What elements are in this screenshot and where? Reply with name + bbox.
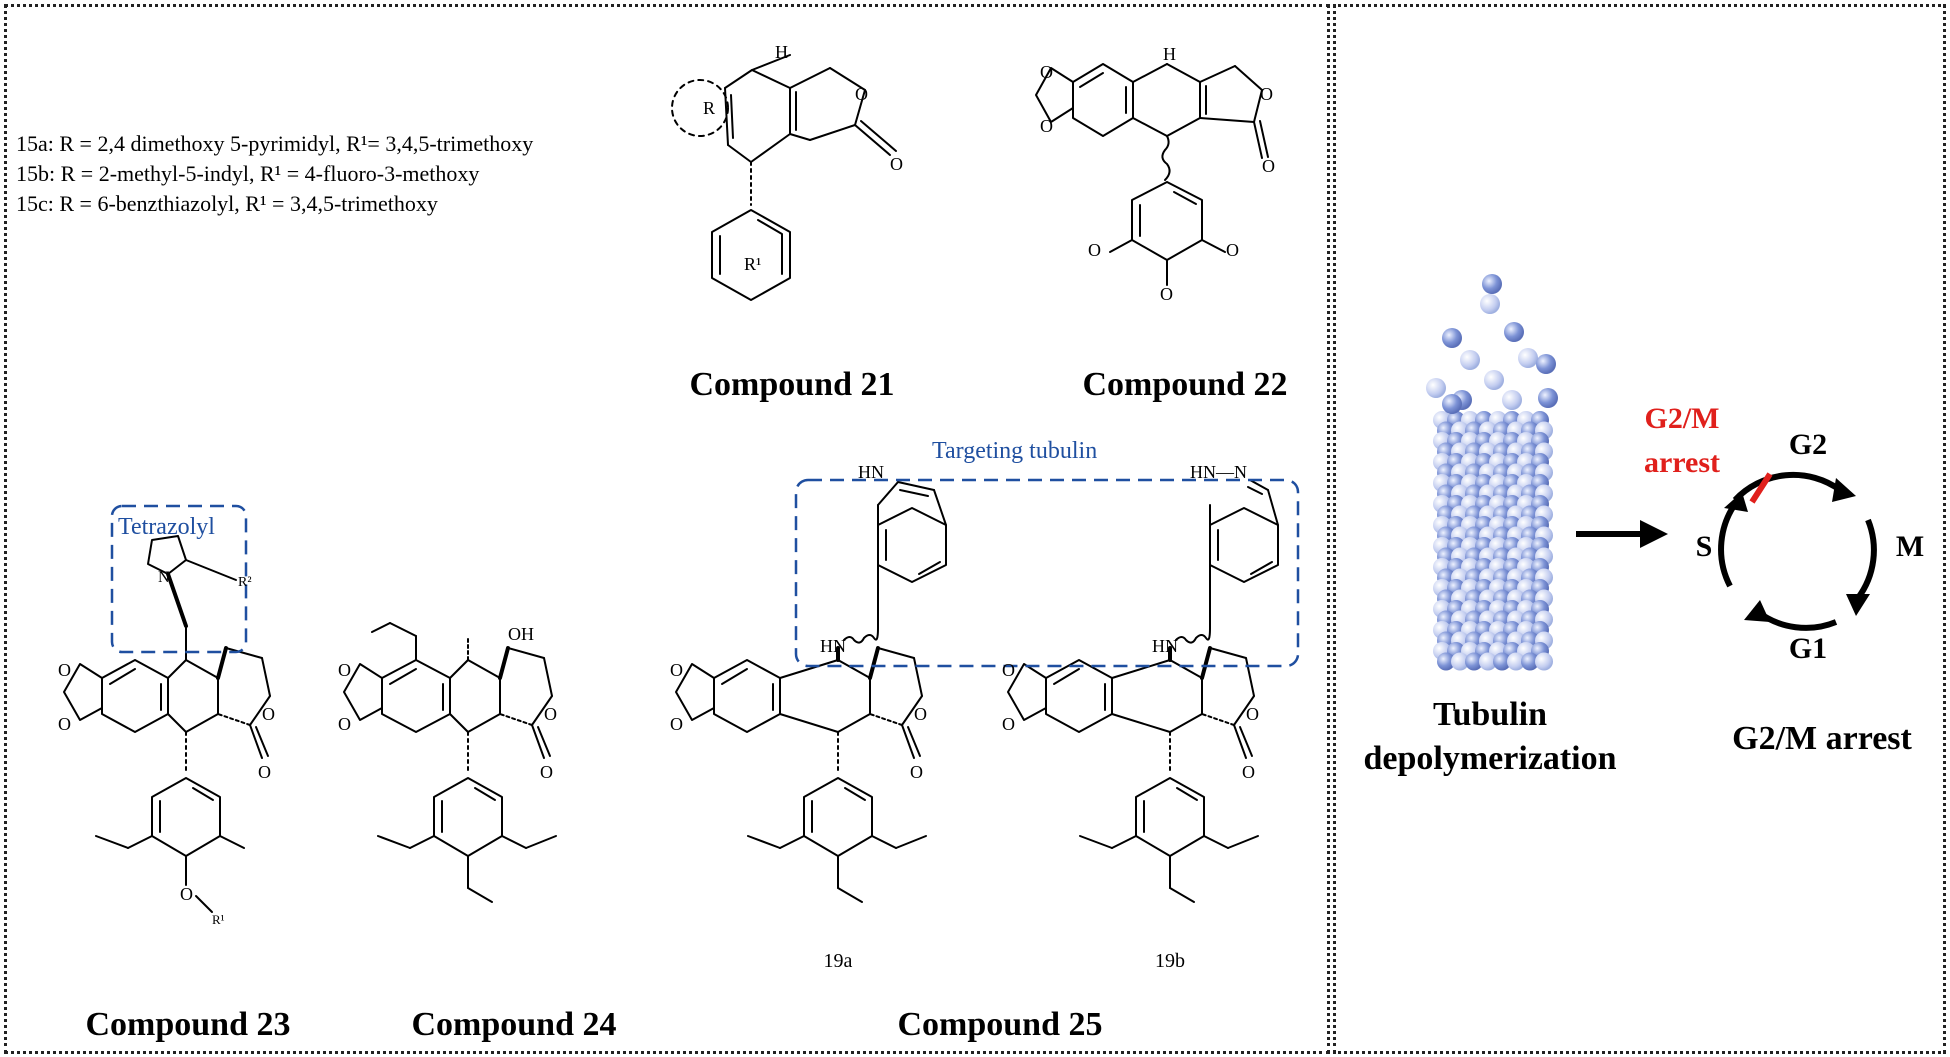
phase-s-label: S	[1695, 530, 1713, 563]
atom-hn-25a-amine: HN	[820, 636, 846, 656]
compound-25b-structure	[1007, 479, 1279, 903]
atom-o-25b-ring: O	[1246, 704, 1259, 724]
targeting-tubulin-label: Targeting tubulin	[932, 438, 1098, 464]
free-tubulin-9	[1502, 390, 1522, 410]
tubulin-title-line2: depolymerization	[1363, 740, 1617, 777]
process-arrow	[1576, 520, 1668, 548]
tetrazolyl-box	[110, 504, 248, 654]
free-tubulin-1	[1480, 294, 1500, 314]
atom-o-21-carbonyl: O	[890, 154, 903, 174]
arrest-marker	[1749, 472, 1773, 504]
left-panel	[4, 4, 1330, 1054]
tubulin-title-line1: Tubulin	[1432, 696, 1548, 733]
compound-22-title: Compound 22	[1082, 366, 1288, 403]
atom-n-23: N	[158, 569, 170, 586]
rgroup-15a: 15a: R = 2,4 dimethoxy 5-pyrimidyl, R¹= …	[16, 131, 534, 156]
cell-cycle	[1718, 471, 1877, 631]
atom-o-24-d1: O	[338, 660, 351, 680]
free-tubulin-0	[1482, 274, 1502, 294]
atom-o-24-d2: O	[338, 714, 351, 734]
compound-24-structure	[343, 622, 557, 903]
phase-g2-label: G2	[1788, 428, 1828, 461]
atom-nh-21: H	[775, 42, 788, 62]
phase-m-label: M	[1895, 530, 1925, 563]
tubulin-dimer-186	[1465, 652, 1483, 671]
atom-o-22-b: O	[1226, 240, 1239, 260]
atom-o-23-carbonyl: O	[258, 762, 271, 782]
tubulin-microtubule	[1426, 274, 1558, 671]
arrest-red-line1: G2/M	[1644, 402, 1720, 435]
tubulin-dimer-188	[1493, 652, 1511, 671]
atom-o-23-ring: O	[262, 704, 275, 724]
atom-o-23-d1: O	[58, 660, 71, 680]
free-tubulin-10	[1538, 388, 1558, 408]
tubulin-dimer-184	[1437, 652, 1455, 671]
atom-o-24-carbonyl: O	[540, 762, 553, 782]
atom-o-22-c: O	[1160, 284, 1173, 304]
atom-o-25b-d2: O	[1002, 714, 1015, 734]
tubulin-dimer-191	[1535, 652, 1553, 671]
atom-h-22: H	[1163, 44, 1176, 64]
compound-21-structure	[671, 54, 897, 301]
atom-hn-25b-amine: HN	[1152, 636, 1178, 656]
free-tubulin-7	[1426, 378, 1446, 398]
right-panel	[1333, 4, 1946, 1054]
atom-r-21: R	[703, 98, 715, 118]
rgroup-15b: 15b: R = 2-methyl-5-indyl, R¹ = 4-fluoro…	[16, 161, 480, 186]
atom-o-22-d1: O	[1040, 62, 1053, 82]
atom-o-25b-d1: O	[1002, 660, 1015, 680]
arrest-title: G2/M arrest	[1732, 720, 1912, 757]
tubulin-dimer-189	[1507, 652, 1525, 671]
free-tubulin-3	[1460, 350, 1480, 370]
atom-o-25a-ring: O	[914, 704, 927, 724]
atom-hn-25a: HN	[858, 462, 884, 482]
arrest-red-line2: arrest	[1643, 446, 1721, 479]
atom-o-25a-d1: O	[670, 660, 683, 680]
targeting-box	[794, 478, 1300, 668]
atom-o-22-ring: O	[1260, 84, 1273, 104]
free-tubulin-4	[1504, 322, 1524, 342]
free-tubulin-6	[1536, 354, 1556, 374]
tetrazolyl-label: Tetrazolyl	[118, 514, 215, 540]
atom-o-22-d2: O	[1040, 116, 1053, 136]
compound-21-title: Compound 21	[689, 366, 895, 403]
tubulin-dimer-190	[1521, 652, 1539, 671]
atom-o-25a-d2: O	[670, 714, 683, 734]
compound-25a-structure	[675, 481, 947, 903]
compound-25-title: Compound 25	[897, 1006, 1103, 1043]
atom-oh-24: OH	[508, 624, 534, 644]
atom-hnn-25b: HN—N	[1190, 462, 1247, 482]
atom-o-21-ring: O	[855, 84, 868, 104]
tubulin-dimer-185	[1451, 652, 1469, 671]
free-tubulin-12	[1442, 394, 1462, 414]
atom-r2-23: R²	[238, 575, 252, 590]
sublabel-19b: 19b	[1155, 950, 1185, 972]
atom-r1-23: R¹	[212, 912, 225, 927]
cell-cycle-arrowheads	[1724, 478, 1870, 622]
atom-o-22-carbonyl: O	[1262, 156, 1275, 176]
atom-o-25a-carbonyl: O	[910, 762, 923, 782]
compound-23-title: Compound 23	[85, 1006, 291, 1043]
rgroup-15c: 15c: R = 6-benzthiazolyl, R¹ = 3,4,5-tri…	[16, 191, 438, 216]
sublabel-19a: 19a	[823, 950, 853, 972]
free-tubulin-11	[1484, 370, 1504, 390]
compound-24-title: Compound 24	[411, 1006, 617, 1043]
atom-o-23-r1: O	[180, 884, 193, 904]
compound-22-structure	[1035, 63, 1269, 286]
atom-r1-21: R¹	[744, 254, 761, 274]
free-tubulin-2	[1442, 328, 1462, 348]
phase-g1-label: G1	[1788, 632, 1828, 665]
atom-o-23-d2: O	[58, 714, 71, 734]
atom-o-22-a: O	[1088, 240, 1101, 260]
atom-o-25b-carbonyl: O	[1242, 762, 1255, 782]
atom-o-24-ring: O	[544, 704, 557, 724]
compound-23-structure	[63, 535, 271, 913]
tubulin-dimer-187	[1479, 652, 1497, 671]
free-tubulin-5	[1518, 348, 1538, 368]
